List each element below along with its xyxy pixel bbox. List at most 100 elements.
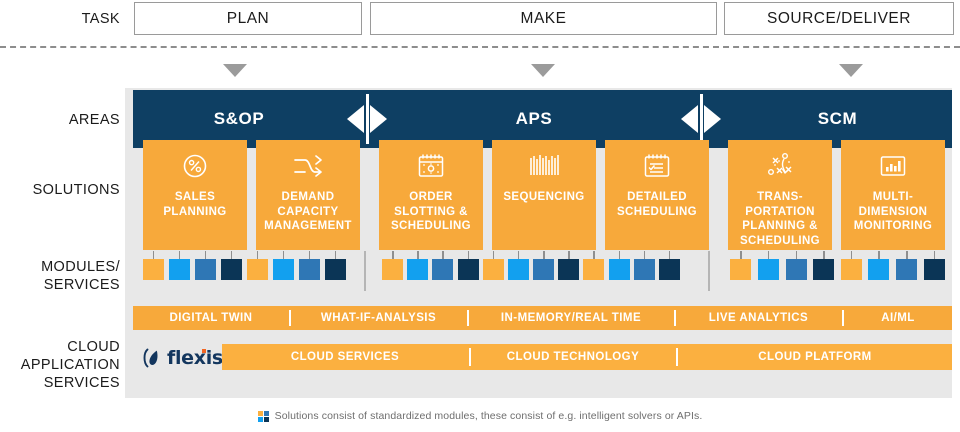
task-box-plan[interactable]: PLAN: [134, 2, 362, 35]
module-connector: [878, 251, 880, 259]
row-label-task: TASK: [81, 11, 120, 27]
solution-card-sales-planning[interactable]: SALES PLANNING: [143, 140, 247, 250]
solution-label: DEMAND CAPACITY MANAGEMENT: [264, 191, 352, 233]
module-square[interactable]: [583, 259, 605, 280]
solution-card-transportation-planning-scheduling[interactable]: TRANS- PORTATION PLANNING & SCHEDULING: [728, 140, 832, 250]
document-list-icon: [641, 149, 673, 183]
capability-separator-2: [467, 310, 469, 326]
module-connector: [933, 251, 936, 259]
module-group-divider: [708, 251, 710, 291]
module-square[interactable]: [220, 259, 242, 280]
solution-label: MULTI- DIMENSION MONITORING: [853, 191, 933, 233]
module-square[interactable]: [507, 259, 529, 280]
area-title-aps[interactable]: APS: [515, 109, 553, 128]
module-square[interactable]: [896, 259, 918, 280]
module-square[interactable]: [194, 259, 216, 280]
down-arrow-source-deliver: [839, 64, 863, 77]
module-square[interactable]: [730, 259, 752, 280]
module-square[interactable]: [633, 259, 655, 280]
flexis-wordmark: flexis: [167, 347, 223, 369]
module-connector: [334, 251, 336, 259]
module-connector: [230, 251, 232, 259]
footnote-text: Solutions consist of standardized module…: [274, 410, 703, 422]
module-square[interactable]: [785, 259, 807, 280]
module-connector: [282, 251, 284, 259]
capability-digital-twin[interactable]: DIGITAL TWIN: [169, 312, 253, 324]
module-square[interactable]: [457, 259, 479, 280]
solution-card-demand-capacity-management[interactable]: DEMAND CAPACITY MANAGEMENT: [256, 140, 360, 250]
cloud-service-cloud-services[interactable]: CLOUD SERVICES: [290, 351, 400, 363]
module-square[interactable]: [142, 259, 164, 280]
flexis-logo: flexis: [140, 347, 223, 369]
module-square[interactable]: [558, 259, 580, 280]
module-square[interactable]: [757, 259, 779, 280]
module-connector: [178, 251, 180, 259]
module-connector: [256, 251, 258, 259]
module-square[interactable]: [407, 259, 429, 280]
capability-in-memory-real-time[interactable]: IN-MEMORY/REAL TIME: [500, 312, 642, 324]
arrow-left-icon: [681, 105, 698, 133]
solution-card-multi-dimension-monitoring[interactable]: MULTI- DIMENSION MONITORING: [841, 140, 945, 250]
module-square[interactable]: [840, 259, 862, 280]
solution-card-sequencing[interactable]: SEQUENCING: [492, 140, 596, 250]
module-connector: [850, 251, 853, 259]
module-connector: [568, 251, 570, 259]
section-divider: [0, 46, 960, 48]
module-square[interactable]: [923, 259, 945, 280]
calendar-gear-icon: [415, 149, 447, 183]
task-box-source-deliver[interactable]: SOURCE/DELIVER: [724, 2, 954, 35]
module-connector: [668, 251, 671, 259]
area-title-sop[interactable]: S&OP: [213, 109, 265, 128]
row-label-modules: MODULES/ SERVICES: [41, 259, 120, 294]
capability-what-if-analysis[interactable]: WHAT-IF-ANALYSIS: [320, 312, 437, 324]
module-square[interactable]: [432, 259, 454, 280]
network-nodes-icon: [763, 149, 797, 183]
module-square[interactable]: [813, 259, 835, 280]
cloud-service-cloud-platform[interactable]: CLOUD PLATFORM: [758, 351, 872, 363]
module-connector: [308, 251, 310, 259]
module-connector: [767, 251, 770, 259]
module-connector: [795, 251, 798, 259]
module-square[interactable]: [533, 259, 555, 280]
module-connector: [442, 251, 444, 259]
module-square[interactable]: [868, 259, 890, 280]
solution-label: ORDER SLOTTING & SCHEDULING: [390, 191, 472, 233]
capability-live-analytics[interactable]: LIVE ANALYTICS: [708, 312, 809, 324]
capability-separator-3: [674, 310, 676, 326]
solution-label: TRANS- PORTATION PLANNING & SCHEDULING: [739, 191, 821, 248]
module-square[interactable]: [658, 259, 680, 280]
down-arrow-plan: [223, 64, 247, 77]
module-connector: [152, 251, 154, 259]
capability-ai-ml[interactable]: AI/ML: [881, 312, 915, 324]
down-arrow-make: [531, 64, 555, 77]
solution-card-order-slotting-scheduling[interactable]: ORDER SLOTTING & SCHEDULING: [379, 140, 483, 250]
module-square[interactable]: [482, 259, 504, 280]
separator-bar: [700, 94, 703, 144]
percent-circle-icon: [180, 149, 210, 183]
task-box-make[interactable]: MAKE: [370, 2, 717, 35]
area-separator-aps-scm: [679, 90, 723, 148]
module-connector: [740, 251, 742, 259]
cloud-service-cloud-technology[interactable]: CLOUD TECHNOLOGY: [506, 351, 640, 363]
module-connector: [593, 251, 595, 259]
capability-bar: [133, 306, 952, 330]
module-connector: [204, 251, 206, 259]
module-square[interactable]: [298, 259, 320, 280]
solution-card-detailed-scheduling[interactable]: DETAILED SCHEDULING: [605, 140, 709, 250]
bar-chart-icon: [877, 149, 909, 183]
module-connector: [906, 251, 908, 259]
module-square[interactable]: [382, 259, 404, 280]
module-square[interactable]: [324, 259, 346, 280]
module-square[interactable]: [608, 259, 630, 280]
module-connector: [543, 251, 545, 259]
cloud-separator-1: [469, 348, 471, 366]
solution-label: DETAILED SCHEDULING: [616, 191, 698, 218]
module-square[interactable]: [246, 259, 268, 280]
flexis-i-dot-icon: [202, 349, 206, 353]
module-square[interactable]: [272, 259, 294, 280]
area-title-scm[interactable]: SCM: [817, 109, 858, 128]
capability-separator-4: [842, 310, 844, 326]
arrow-left-icon: [347, 105, 364, 133]
module-square[interactable]: [168, 259, 190, 280]
module-connector: [643, 251, 646, 259]
